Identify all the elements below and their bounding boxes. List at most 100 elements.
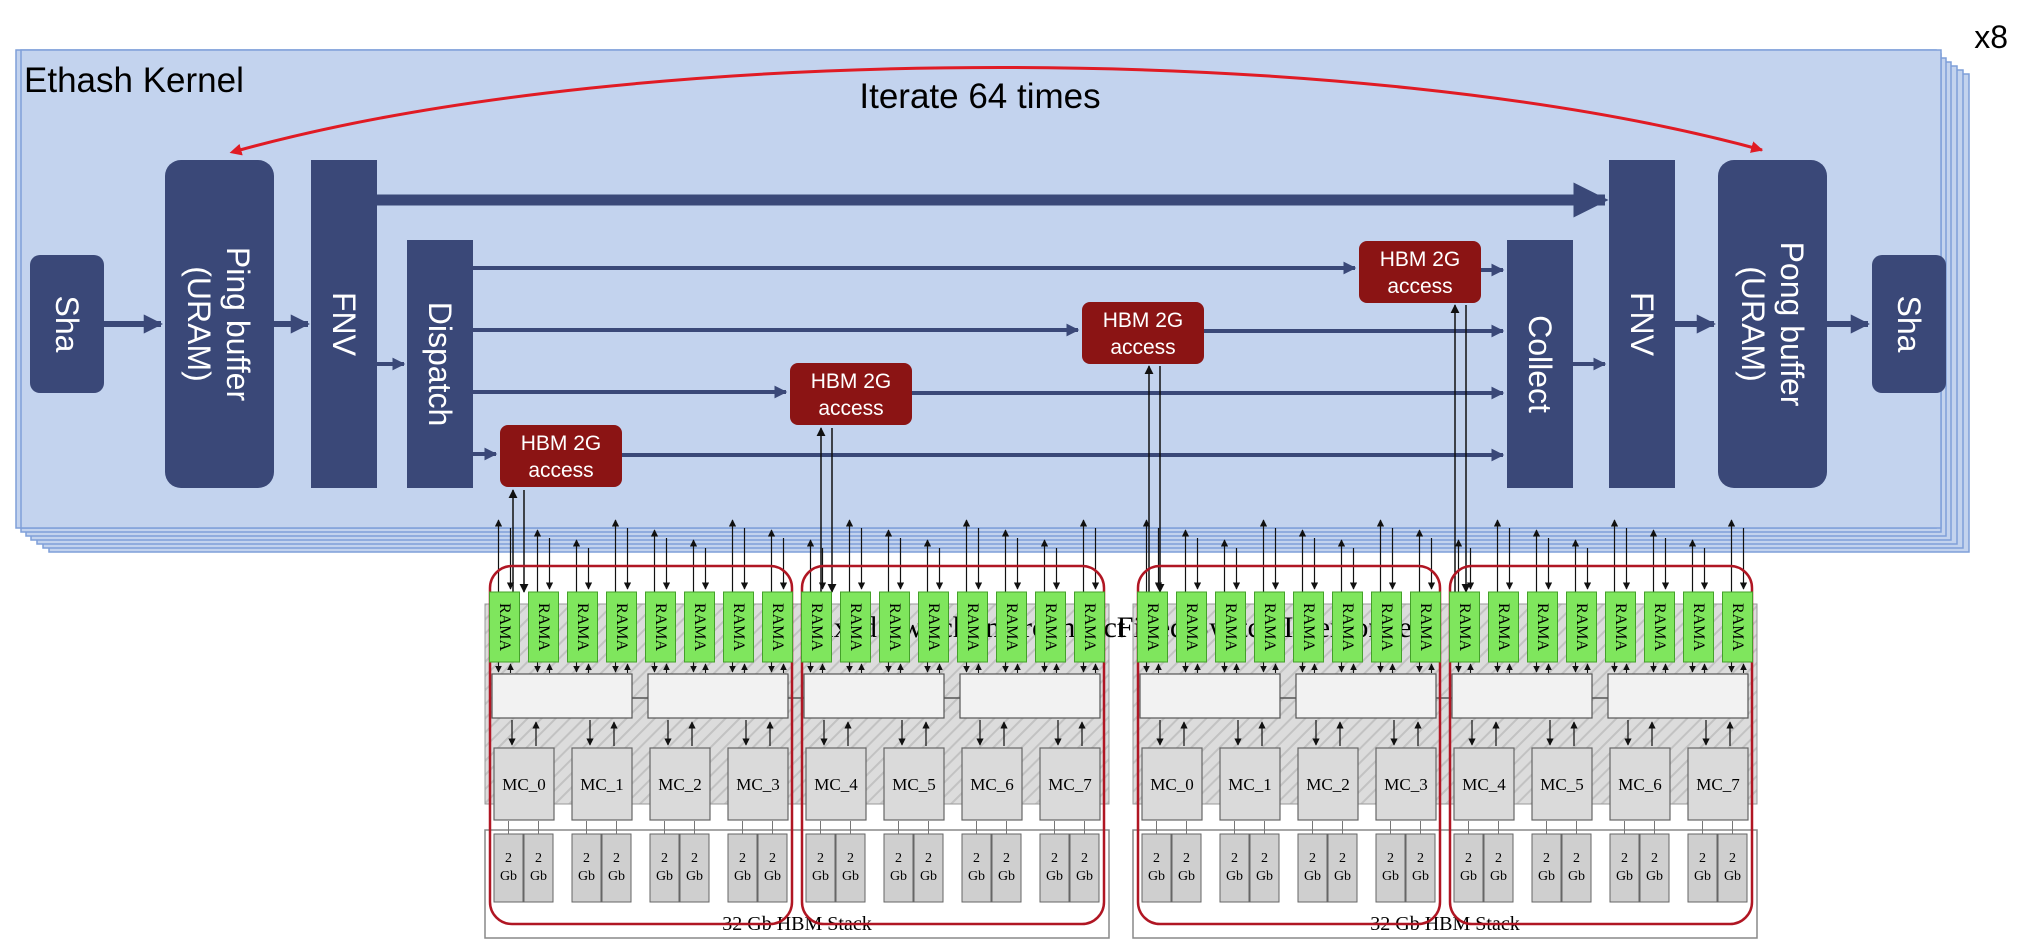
memory-controller bbox=[1375, 747, 1437, 821]
dram-bank-size: 2 bbox=[1495, 851, 1502, 866]
dram-bank-size: 2 bbox=[1621, 851, 1628, 866]
dram-bank-unit: Gb bbox=[764, 869, 781, 884]
ram-port bbox=[489, 591, 520, 663]
fnv-left-label: FNV bbox=[326, 292, 362, 357]
mc-label: MC_0 bbox=[1150, 775, 1193, 794]
dram-bank-size: 2 bbox=[973, 851, 980, 866]
dram-bank-size: 2 bbox=[613, 851, 620, 866]
mc-label: MC_1 bbox=[580, 775, 623, 794]
ram-port-label: RAMA bbox=[652, 603, 669, 651]
ram-port-label: RAMA bbox=[1690, 603, 1707, 651]
dram-bank-unit: Gb bbox=[1568, 869, 1585, 884]
ram-port bbox=[840, 591, 871, 663]
dram-bank-size: 2 bbox=[691, 851, 698, 866]
ram-port bbox=[1683, 591, 1714, 663]
dram-bank-size: 2 bbox=[739, 851, 746, 866]
dram-bank-unit: Gb bbox=[530, 869, 547, 884]
sha-left-block bbox=[30, 255, 104, 393]
ram-port bbox=[918, 591, 949, 663]
svg-text:HBM 2G: HBM 2G bbox=[811, 370, 892, 393]
dispatch-block bbox=[407, 240, 473, 488]
sha-left-label: Sha bbox=[49, 296, 85, 353]
ram-port-label: RAMA bbox=[847, 603, 864, 651]
replication-label: x8 bbox=[1974, 19, 2008, 55]
ping-buffer-block bbox=[165, 160, 274, 488]
dram-bank bbox=[757, 833, 788, 903]
dram-bank-size: 2 bbox=[895, 851, 902, 866]
ram-port-label: RAMA bbox=[886, 603, 903, 651]
memory-controller bbox=[1141, 747, 1203, 821]
dram-bank bbox=[913, 833, 944, 903]
svg-text:HBM 2G: HBM 2G bbox=[1103, 309, 1184, 332]
dram-bank-size: 2 bbox=[1339, 851, 1346, 866]
hbm-access-blocks: HBM 2G access HBM 2G access HBM 2G acces… bbox=[500, 241, 1481, 487]
dram-bank-unit: Gb bbox=[998, 869, 1015, 884]
dram-bank bbox=[1171, 833, 1202, 903]
ram-port bbox=[1176, 591, 1207, 663]
ram-port-label: RAMA bbox=[1183, 603, 1200, 651]
ram-port-label: RAMA bbox=[925, 603, 942, 651]
dram-bank-size: 2 bbox=[1417, 851, 1424, 866]
memory-controller bbox=[1609, 747, 1671, 821]
dram-bank-size: 2 bbox=[769, 851, 776, 866]
memory-controller bbox=[571, 747, 633, 821]
dram-bank-unit: Gb bbox=[1412, 869, 1429, 884]
dram-bank-size: 2 bbox=[847, 851, 854, 866]
dram-bank-size: 2 bbox=[661, 851, 668, 866]
hbm-group-outline bbox=[1136, 564, 1442, 926]
dram-bank bbox=[1561, 833, 1592, 903]
dram-bank-size: 2 bbox=[1153, 851, 1160, 866]
dram-bank-unit: Gb bbox=[1646, 869, 1663, 884]
ram-port bbox=[723, 591, 754, 663]
ram-port-label: RAMA bbox=[1378, 603, 1395, 651]
dram-bank-unit: Gb bbox=[1304, 869, 1321, 884]
dram-bank bbox=[1219, 833, 1250, 903]
dram-bank-size: 2 bbox=[1543, 851, 1550, 866]
svg-text:access: access bbox=[818, 397, 883, 420]
dram-bank bbox=[1531, 833, 1562, 903]
hbm-group-outline bbox=[800, 564, 1106, 926]
ram-port bbox=[879, 591, 910, 663]
memory-controller bbox=[493, 747, 555, 821]
ram-port-label: RAMA bbox=[1534, 603, 1551, 651]
memory-controller bbox=[649, 747, 711, 821]
dram-bank-size: 2 bbox=[1387, 851, 1394, 866]
memory-controller bbox=[1687, 747, 1749, 821]
mc-label: MC_5 bbox=[1540, 775, 1583, 794]
mc-label: MC_3 bbox=[1384, 775, 1427, 794]
hbm-subsystem: 32 Gb HBM Stack MC_0 2Gb 2Gb MC_1 2Gb 2Gb MC_2 2… bbox=[484, 519, 1758, 939]
hbm-stack-label: 32 Gb HBM Stack bbox=[1370, 913, 1519, 935]
ram-port-label: RAMA bbox=[1144, 603, 1161, 651]
ram-port bbox=[1074, 591, 1105, 663]
dram-bank bbox=[649, 833, 680, 903]
switch-box bbox=[803, 673, 945, 719]
fnv-right-block bbox=[1609, 160, 1675, 488]
dram-bank-size: 2 bbox=[535, 851, 542, 866]
dram-bank bbox=[883, 833, 914, 903]
dram-bank-size: 2 bbox=[1651, 851, 1658, 866]
svg-text:access: access bbox=[528, 459, 593, 482]
hbm-stack-label: 32 Gb HBM Stack bbox=[722, 913, 871, 935]
switch-box bbox=[1295, 673, 1437, 719]
dram-bank-unit: Gb bbox=[842, 869, 859, 884]
svg-text:HBM 2G: HBM 2G bbox=[521, 432, 602, 455]
dram-bank bbox=[679, 833, 710, 903]
mc-label: MC_5 bbox=[892, 775, 935, 794]
dram-bank bbox=[1141, 833, 1172, 903]
ram-port-label: RAMA bbox=[1261, 603, 1278, 651]
svg-text:HBM 2G: HBM 2G bbox=[1380, 248, 1461, 271]
dram-bank-unit: Gb bbox=[656, 869, 673, 884]
dram-bank bbox=[1069, 833, 1100, 903]
mc-label: MC_4 bbox=[1462, 775, 1506, 794]
mc-label: MC_0 bbox=[502, 775, 545, 794]
ram-port-label: RAMA bbox=[1003, 603, 1020, 651]
dram-bank bbox=[805, 833, 836, 903]
dram-bank bbox=[835, 833, 866, 903]
ram-port-label: RAMA bbox=[1222, 603, 1239, 651]
dram-bank-unit: Gb bbox=[1046, 869, 1063, 884]
mc-label: MC_2 bbox=[1306, 775, 1349, 794]
ram-port-label: RAMA bbox=[808, 603, 825, 651]
kernel-title: Ethash Kernel bbox=[24, 61, 244, 100]
dram-bank-size: 2 bbox=[1003, 851, 1010, 866]
